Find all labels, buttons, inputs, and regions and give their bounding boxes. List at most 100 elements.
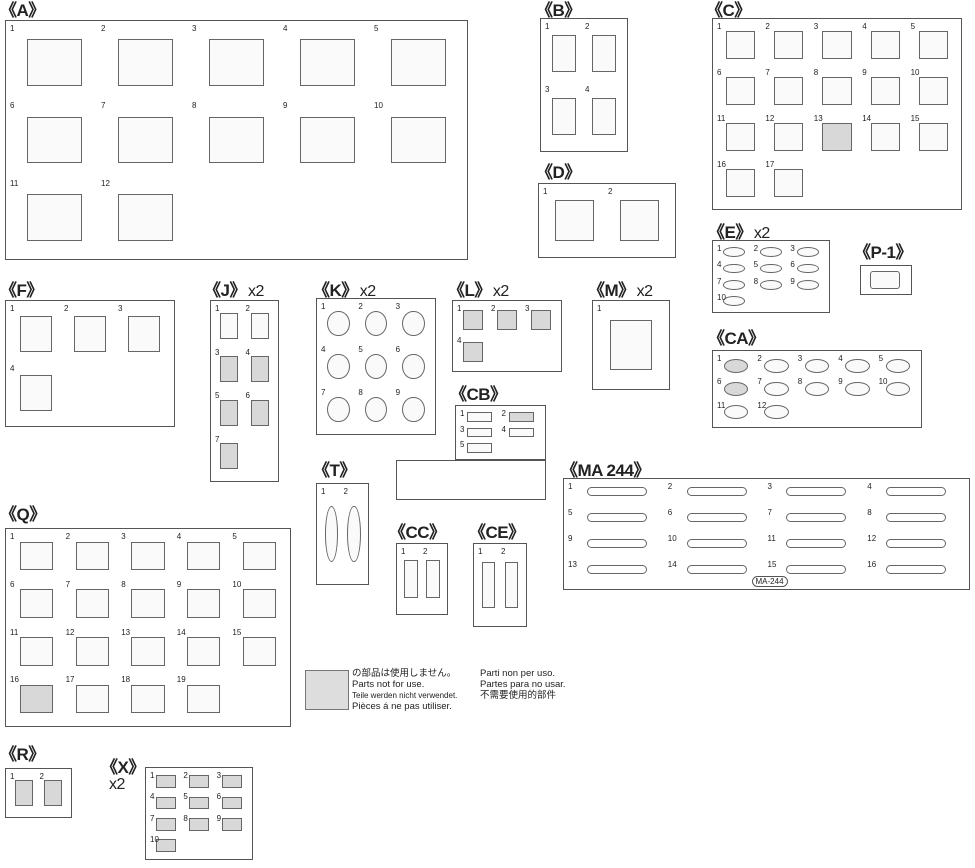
part-j-5[interactable] xyxy=(220,399,239,426)
part-ma244-6[interactable] xyxy=(686,513,747,523)
part-f-2[interactable] xyxy=(73,315,107,352)
part-p1[interactable] xyxy=(870,271,900,289)
part-q-9[interactable] xyxy=(186,589,221,618)
part-b-3[interactable] xyxy=(552,97,576,136)
part-k-9[interactable] xyxy=(402,396,425,423)
part-b-2[interactable] xyxy=(592,34,616,73)
part-c-4[interactable] xyxy=(870,31,900,59)
part-e-4[interactable] xyxy=(723,263,746,274)
part-cb-4[interactable] xyxy=(508,427,534,438)
part-f-4[interactable] xyxy=(19,375,53,412)
part-a-7[interactable] xyxy=(118,116,173,164)
part-c-9[interactable] xyxy=(870,77,900,105)
part-ma244-13[interactable] xyxy=(586,565,647,575)
part-k-5[interactable] xyxy=(364,353,388,380)
part-j-3[interactable] xyxy=(220,356,239,383)
part-q-6[interactable] xyxy=(20,589,54,618)
part-q-16[interactable] xyxy=(20,684,54,714)
part-cc-2[interactable] xyxy=(426,559,440,599)
part-x-7[interactable] xyxy=(155,817,176,831)
part-ma244-11[interactable] xyxy=(786,539,847,549)
part-ma244-3[interactable] xyxy=(786,487,847,497)
part-ma244-12[interactable] xyxy=(886,539,947,549)
part-cb-5[interactable] xyxy=(467,443,493,453)
part-l-2[interactable] xyxy=(496,310,518,330)
part-k-7[interactable] xyxy=(327,396,350,423)
part-q-2[interactable] xyxy=(75,541,110,571)
part-q-5[interactable] xyxy=(242,541,276,571)
part-m-1[interactable] xyxy=(610,320,652,370)
part-j-6[interactable] xyxy=(250,399,269,426)
part-j-1[interactable] xyxy=(220,312,239,339)
part-q-13[interactable] xyxy=(131,637,165,666)
part-ca-10[interactable] xyxy=(885,382,910,396)
part-c-16[interactable] xyxy=(725,169,755,197)
part-d-1[interactable] xyxy=(555,200,594,241)
part-j-2[interactable] xyxy=(250,312,269,339)
part-ma244-9[interactable] xyxy=(586,539,647,549)
part-c-13[interactable] xyxy=(822,123,852,151)
part-ca-5[interactable] xyxy=(885,358,910,373)
part-a-1[interactable] xyxy=(27,39,82,86)
part-cb-1[interactable] xyxy=(467,412,493,422)
part-k-1[interactable] xyxy=(327,310,350,337)
part-c-12[interactable] xyxy=(774,123,804,151)
part-b-4[interactable] xyxy=(592,97,616,136)
part-f-3[interactable] xyxy=(127,315,161,352)
part-c-17[interactable] xyxy=(774,169,804,197)
part-j-7[interactable] xyxy=(220,443,239,470)
part-q-19[interactable] xyxy=(186,684,221,714)
part-l-1[interactable] xyxy=(462,310,484,330)
part-x-8[interactable] xyxy=(189,817,209,831)
part-ca-4[interactable] xyxy=(845,358,870,373)
part-e-9[interactable] xyxy=(796,279,819,290)
part-ma244-14[interactable] xyxy=(686,565,747,575)
part-q-3[interactable] xyxy=(131,541,165,571)
part-ca-8[interactable] xyxy=(804,382,830,396)
part-e-3[interactable] xyxy=(796,247,819,257)
part-q-14[interactable] xyxy=(186,637,221,666)
part-ma244-15[interactable] xyxy=(786,565,847,575)
part-x-6[interactable] xyxy=(222,796,243,810)
part-e-1[interactable] xyxy=(723,247,746,257)
part-a-2[interactable] xyxy=(118,39,173,86)
part-x-3[interactable] xyxy=(222,775,243,788)
part-f-1[interactable] xyxy=(19,315,53,352)
part-ca-1[interactable] xyxy=(724,358,749,373)
part-c-8[interactable] xyxy=(822,77,852,105)
part-c-14[interactable] xyxy=(870,123,900,151)
part-ce-1[interactable] xyxy=(481,562,496,608)
part-a-4[interactable] xyxy=(300,39,355,86)
part-q-8[interactable] xyxy=(131,589,165,618)
part-j-4[interactable] xyxy=(250,356,269,383)
part-q-4[interactable] xyxy=(186,541,221,571)
part-a-11[interactable] xyxy=(27,194,82,241)
part-ca-3[interactable] xyxy=(804,358,830,373)
part-r-2[interactable] xyxy=(44,780,63,806)
part-c-3[interactable] xyxy=(822,31,852,59)
part-e-10[interactable] xyxy=(723,296,746,306)
part-ma244-16[interactable] xyxy=(886,565,947,575)
part-l-3[interactable] xyxy=(530,310,552,330)
part-a-10[interactable] xyxy=(391,116,446,164)
part-cb-2[interactable] xyxy=(508,412,534,422)
part-c-6[interactable] xyxy=(725,77,755,105)
part-e-6[interactable] xyxy=(796,263,819,274)
part-ma244-1[interactable] xyxy=(586,487,647,497)
part-e-2[interactable] xyxy=(760,247,782,257)
part-a-9[interactable] xyxy=(300,116,355,164)
part-c-7[interactable] xyxy=(774,77,804,105)
part-a-8[interactable] xyxy=(209,116,264,164)
part-k-8[interactable] xyxy=(364,396,388,423)
part-ca-11[interactable] xyxy=(724,405,749,420)
part-ma244-10[interactable] xyxy=(686,539,747,549)
part-x-5[interactable] xyxy=(189,796,209,810)
part-e-7[interactable] xyxy=(723,279,746,290)
part-ca-7[interactable] xyxy=(764,382,789,396)
part-a-3[interactable] xyxy=(209,39,264,86)
part-k-2[interactable] xyxy=(364,310,388,337)
part-c-2[interactable] xyxy=(774,31,804,59)
part-x-9[interactable] xyxy=(222,817,243,831)
part-ma244-4[interactable] xyxy=(886,487,947,497)
part-q-1[interactable] xyxy=(20,541,54,571)
